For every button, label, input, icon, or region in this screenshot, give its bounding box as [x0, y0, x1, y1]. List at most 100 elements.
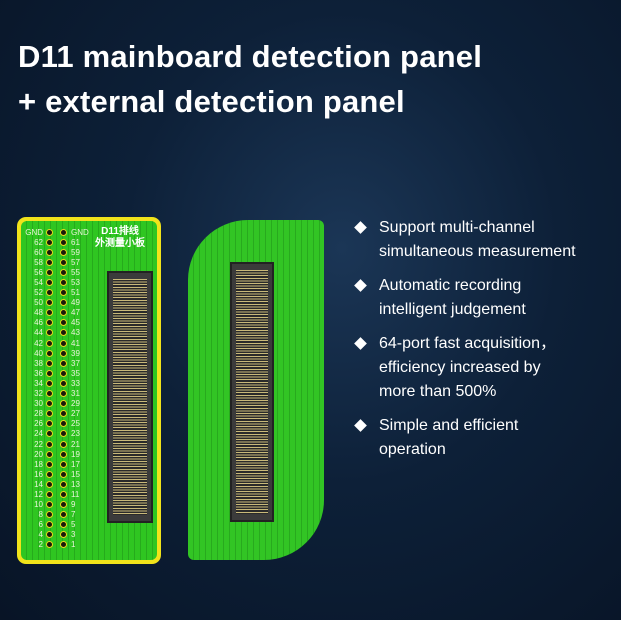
solder-pad-icon	[60, 531, 67, 539]
board-label-line-2: 外测量小板	[95, 238, 145, 249]
pin-label: 36	[34, 368, 43, 378]
solder-pad-icon	[60, 359, 67, 367]
pin-row: 40	[25, 348, 53, 358]
pin-row: 54	[25, 277, 53, 287]
pin-row: 38	[25, 358, 53, 368]
pin-row: 48	[25, 308, 53, 318]
feature-text: Automatic recording	[379, 277, 522, 294]
pin-label: 27	[71, 409, 80, 419]
pin-row: 26	[25, 419, 53, 429]
pin-row: 35	[60, 368, 89, 378]
pin-label: 39	[71, 348, 80, 358]
solder-pad-icon	[60, 369, 67, 377]
pin-row: 43	[60, 328, 89, 338]
solder-pad-icon	[46, 541, 53, 549]
solder-pad-icon	[46, 420, 53, 428]
pin-label: 62	[34, 237, 43, 247]
pin-row: 36	[25, 368, 53, 378]
pin-label: 54	[34, 278, 43, 288]
solder-pad-icon	[60, 339, 67, 347]
pin-label: 10	[34, 500, 43, 510]
pin-label: 42	[34, 338, 43, 348]
pin-label: 44	[34, 328, 43, 338]
pin-label: 51	[71, 288, 80, 298]
solder-pad-icon	[46, 258, 53, 266]
pin-row: GND	[25, 227, 53, 237]
pin-row: 6	[25, 520, 53, 530]
pin-label: 29	[71, 399, 80, 409]
solder-pad-icon	[46, 319, 53, 327]
pin-label: 55	[71, 267, 80, 277]
solder-pad-icon	[46, 450, 53, 458]
solder-pad-icon	[60, 511, 67, 519]
pin-label: 60	[34, 247, 43, 257]
diamond-bullet-icon	[354, 279, 367, 292]
solder-pad-icon	[46, 480, 53, 488]
feature-text: more than 500%	[379, 383, 497, 400]
feature-text: 64-port fast acquisition，	[379, 335, 556, 352]
solder-pad-icon	[60, 349, 67, 357]
pin-row: 39	[60, 348, 89, 358]
pin-row: 62	[25, 237, 53, 247]
pin-label: 22	[34, 439, 43, 449]
solder-pad-icon	[46, 501, 53, 509]
mainboard-detection-board	[188, 220, 324, 560]
pin-label: 26	[34, 419, 43, 429]
pin-label: 58	[34, 257, 43, 267]
pin-row: 59	[60, 247, 89, 257]
solder-pad-icon	[46, 521, 53, 529]
pin-row: 21	[60, 439, 89, 449]
pin-label: 4	[38, 530, 43, 540]
solder-pad-icon	[60, 490, 67, 498]
pin-row: 8	[25, 510, 53, 520]
pin-row: GND	[60, 227, 89, 237]
diamond-bullet-icon	[354, 221, 367, 234]
pin-label: 17	[71, 459, 80, 469]
solder-pad-icon	[60, 541, 67, 549]
solder-pad-icon	[60, 390, 67, 398]
pin-row: 4	[25, 530, 53, 540]
pin-label: 14	[34, 479, 43, 489]
pin-row: 51	[60, 288, 89, 298]
pin-row: 41	[60, 338, 89, 348]
feature-text: efficiency increased by	[379, 359, 541, 376]
headline-line-1: D11 mainboard detection panel	[18, 39, 483, 74]
fpc-connector	[107, 271, 153, 523]
solder-pad-icon	[46, 379, 53, 387]
solder-pad-icon	[60, 501, 67, 509]
feature-text: Simple and efficient	[379, 417, 519, 434]
solder-pad-icon	[60, 248, 67, 256]
headline-line-2: + external detection panel	[18, 84, 405, 119]
solder-pad-icon	[60, 450, 67, 458]
solder-pad-icon	[46, 349, 53, 357]
pin-row: 49	[60, 298, 89, 308]
pin-label: 23	[71, 429, 80, 439]
solder-pad-icon	[60, 319, 67, 327]
solder-pad-icon	[46, 289, 53, 297]
pin-row: 12	[25, 489, 53, 499]
pin-label: 45	[71, 318, 80, 328]
pin-label: 8	[38, 510, 43, 520]
pin-label: 19	[71, 449, 80, 459]
pin-label: 15	[71, 469, 80, 479]
pin-row: 22	[25, 439, 53, 449]
solder-pad-icon	[60, 410, 67, 418]
pin-label: GND	[71, 227, 89, 237]
solder-pad-icon	[60, 279, 67, 287]
pin-label: 9	[71, 500, 76, 510]
pin-row: 32	[25, 389, 53, 399]
solder-pad-icon	[60, 238, 67, 246]
pin-row: 17	[60, 459, 89, 469]
solder-pad-icon	[60, 299, 67, 307]
pin-row: 15	[60, 469, 89, 479]
pin-row: 55	[60, 267, 89, 277]
pin-label: 38	[34, 358, 43, 368]
feature-text: Support multi-channel	[379, 219, 535, 236]
pin-row: 2	[25, 540, 53, 550]
pin-row: 61	[60, 237, 89, 247]
